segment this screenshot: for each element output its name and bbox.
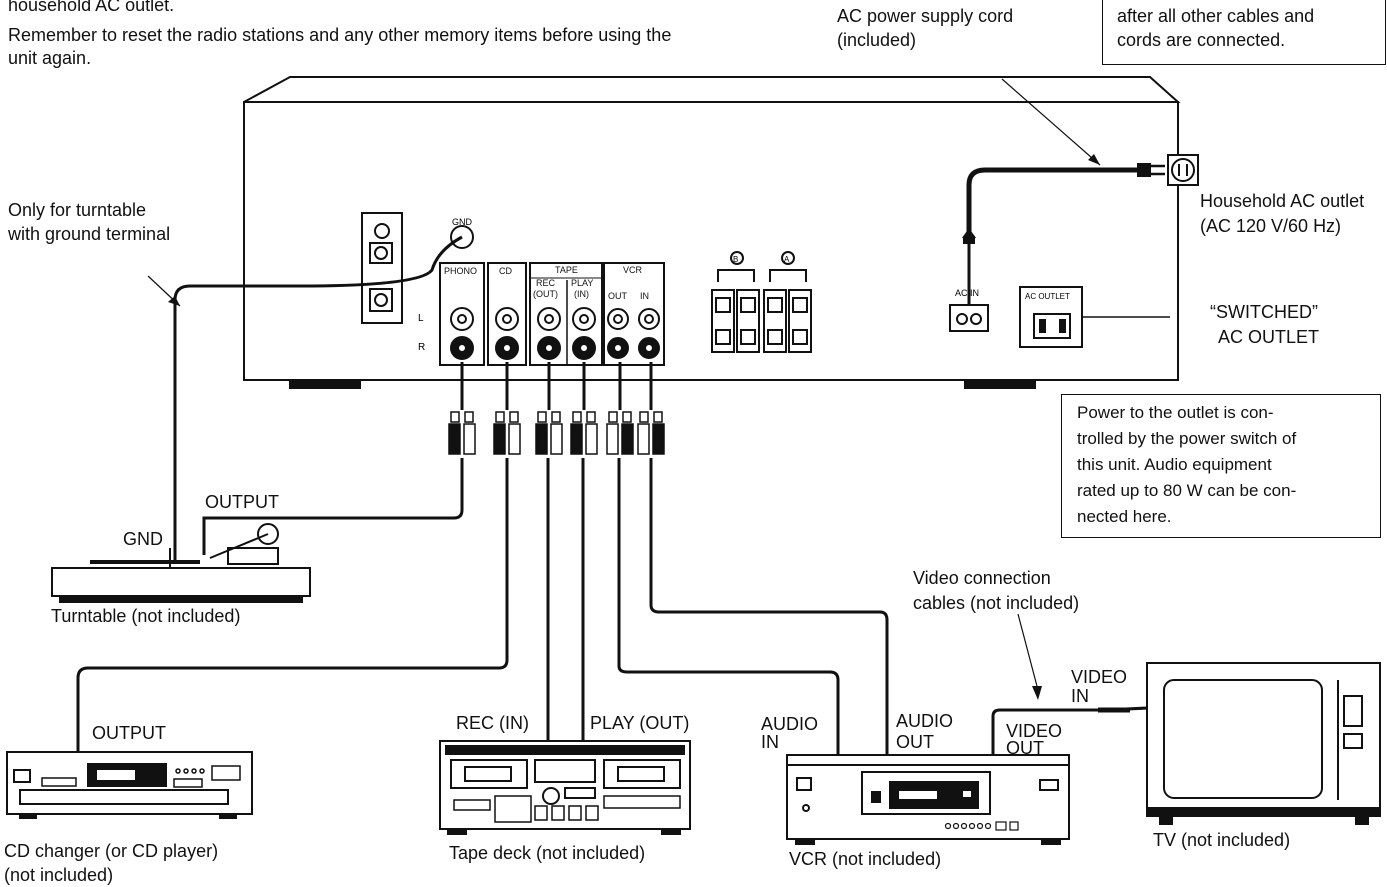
phono-panel-label: PHONO <box>444 266 477 276</box>
cd-changer-label-2: (not included) <box>4 865 114 885</box>
switched-outlet-label-2: AC OUTLET <box>1218 327 1320 347</box>
power-note-line-5: nected here. <box>1077 507 1172 526</box>
cd-changer-label-1: CD changer (or CD player) <box>4 841 219 861</box>
turntable-device <box>51 523 311 603</box>
power-cord-label-2: (included) <box>837 30 917 50</box>
switched-ac-outlet <box>1019 286 1083 348</box>
connect-last-note-1: after all other cables and <box>1117 6 1315 26</box>
vcr-in-panel-label: IN <box>640 291 649 301</box>
audio-in-label-2: IN <box>761 732 779 752</box>
power-cord-label-1: AC power supply cord <box>837 6 1014 26</box>
intro-line-3: unit again. <box>8 48 92 68</box>
power-note-line-1: Power to the outlet is con- <box>1077 403 1274 422</box>
connect-last-note-2: cords are connected. <box>1117 30 1286 50</box>
vcr-label: VCR (not included) <box>789 849 942 869</box>
power-note-box <box>1061 394 1381 538</box>
power-note-line-3: this unit. Audio equipment <box>1077 455 1272 474</box>
audio-out-label-1: AUDIO <box>896 711 954 731</box>
tv-device <box>1146 662 1381 825</box>
ac-in-panel-label: AC IN <box>955 288 979 298</box>
audio-out-label-2: OUT <box>896 732 934 752</box>
device-cables <box>76 458 1149 760</box>
household-outlet-label-1: Household AC outlet <box>1200 191 1365 211</box>
video-out-label-1: VIDEO <box>1006 721 1063 741</box>
audio-in-label-1: AUDIO <box>761 714 819 734</box>
rca-jacks <box>450 307 660 360</box>
video-cables-label-2: cables (not included) <box>913 593 1080 613</box>
rec-panel-label: REC <box>536 278 556 288</box>
intro-line-2: Remember to reset the radio stations and… <box>8 25 672 45</box>
turntable-gnd-label: GND <box>123 529 163 549</box>
tv-label: TV (not included) <box>1153 830 1291 850</box>
rec-in-label: REC (IN) <box>456 713 529 733</box>
rec-out-panel-label: (OUT) <box>533 289 558 299</box>
switched-outlet-label-1: “SWITCHED” <box>1210 302 1318 322</box>
tape-deck-device <box>439 740 691 835</box>
speaker-a-label: A <box>784 255 790 264</box>
power-supply-cord <box>962 78 1165 305</box>
cd-panel-label: CD <box>499 266 512 276</box>
rca-cables <box>460 362 653 410</box>
turntable-output-label: OUTPUT <box>205 492 279 512</box>
tape-panel-label: TAPE <box>555 265 578 275</box>
ground-note-1: Only for turntable <box>8 200 147 220</box>
vcr-panel-label: VCR <box>623 265 643 275</box>
video-in-label-1: VIDEO <box>1071 667 1128 687</box>
play-out-label: PLAY (OUT) <box>590 713 690 733</box>
ac-in-socket <box>949 304 989 332</box>
ground-wire <box>147 235 463 560</box>
play-panel-label: PLAY <box>571 278 593 288</box>
vcr-device <box>786 754 1070 845</box>
household-ac-outlet-icon <box>1167 154 1199 186</box>
turntable-label: Turntable (not included) <box>51 606 241 626</box>
play-in-panel-label: (IN) <box>574 289 589 299</box>
speaker-terminals <box>711 251 812 353</box>
vcr-out-panel-label: OUT <box>608 291 628 301</box>
gnd-panel-label: GND <box>452 217 473 227</box>
intro-line-1: household AC outlet. <box>8 0 175 15</box>
video-in-label-2: IN <box>1071 686 1089 706</box>
connect-last-note-box <box>1102 0 1386 65</box>
household-outlet-label-2: (AC 120 V/60 Hz) <box>1200 216 1342 236</box>
cd-changer-device <box>6 751 253 819</box>
power-note-line-4: rated up to 80 W can be con- <box>1077 481 1297 500</box>
tape-deck-label: Tape deck (not included) <box>449 843 646 863</box>
speaker-b-label: B <box>733 255 738 264</box>
video-cables-label-1: Video connection <box>913 568 1051 588</box>
ground-note-2: with ground terminal <box>8 224 171 244</box>
video-out-label-2: OUT <box>1006 738 1044 758</box>
power-note-line-2: trolled by the power switch of <box>1077 429 1297 448</box>
l-channel-label: L <box>418 313 424 324</box>
antenna-terminal-block <box>361 212 403 324</box>
r-channel-label: R <box>418 342 425 353</box>
rca-plugs <box>448 411 665 455</box>
cd-output-label: OUTPUT <box>92 723 166 743</box>
ac-outlet-panel-label: AC OUTLET <box>1025 292 1070 301</box>
